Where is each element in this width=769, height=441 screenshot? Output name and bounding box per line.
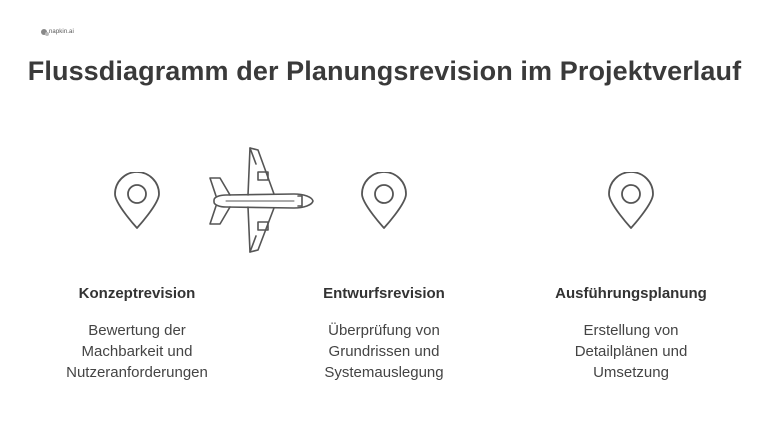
stage-description-line: Grundrissen und xyxy=(328,343,440,360)
stage-description-line: Umsetzung xyxy=(593,364,669,381)
stage-description-line: Überprüfung von xyxy=(328,322,440,339)
stage-description-line: Machbarkeit und xyxy=(81,343,193,360)
map-pin-icon xyxy=(608,172,654,229)
stage-entwurfsrevision: Entwurfsrevision Überprüfung von Grundri… xyxy=(274,285,494,383)
logo-text: napkin.ai xyxy=(49,29,74,35)
stage-title: Entwurfsrevision xyxy=(323,285,445,302)
map-pin-icon xyxy=(114,172,160,229)
stage-description: Erstellung von Detailplänen und Umsetzun… xyxy=(521,320,741,383)
stage-description-line: Erstellung von xyxy=(583,322,679,339)
stage-ausfuehrungsplanung: Ausführungsplanung Erstellung von Detail… xyxy=(521,285,741,383)
stage-title: Ausführungsplanung xyxy=(555,285,707,302)
stage-description-line: Detailplänen und xyxy=(574,343,688,360)
airplane-icon xyxy=(209,147,314,253)
stage-description-line: Nutzeranforderungen xyxy=(66,364,208,381)
map-pin-icon xyxy=(361,172,407,229)
page-title: Flussdiagramm der Planungsrevision im Pr… xyxy=(27,56,742,86)
stage-description: Überprüfung von Grundrissen und Systemau… xyxy=(274,320,494,383)
stage-konzeptrevision: Konzeptrevision Bewertung der Machbarkei… xyxy=(27,285,247,383)
logo-icon xyxy=(41,29,49,36)
stage-description: Bewertung der Machbarkeit und Nutzeranfo… xyxy=(27,320,247,383)
stage-description-line: Systemauslegung xyxy=(324,364,444,381)
stage-description-line: Bewertung der xyxy=(88,322,186,339)
stage-title: Konzeptrevision xyxy=(78,285,196,302)
